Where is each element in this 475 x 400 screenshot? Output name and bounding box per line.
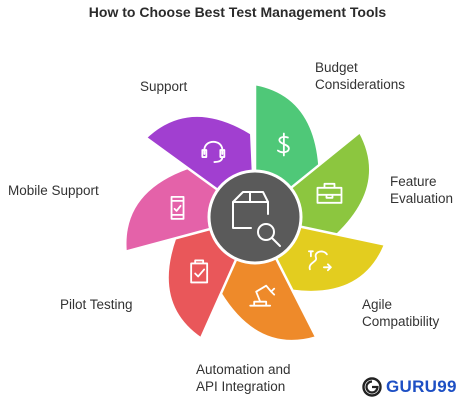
guru99-logo: GURU99 [362, 377, 457, 397]
label-budget-line: Budget [315, 60, 358, 75]
center-hub [207, 169, 303, 265]
headset-icon [201, 140, 226, 163]
label-mobile: Mobile Support [8, 182, 99, 199]
label-support-line: Support [140, 79, 188, 94]
label-automation-line: Automation and [196, 362, 291, 377]
label-mobile-line: Mobile Support [8, 183, 99, 198]
path-icon [307, 250, 332, 272]
label-feature-line: Feature [390, 174, 437, 189]
label-budget-line: Considerations [315, 77, 406, 92]
diagram-title: How to Choose Best Test Management Tools [88, 4, 387, 20]
label-support: Support [140, 78, 187, 95]
label-pilot-line: Pilot Testing [60, 297, 133, 312]
label-pilot: Pilot Testing [60, 296, 133, 313]
label-feature-line: Evaluation [390, 191, 454, 206]
label-automation-line: API Integration [196, 379, 286, 394]
robot-arm-icon [249, 284, 276, 307]
mobile-check-icon [170, 195, 185, 220]
dollar-icon [276, 132, 290, 157]
package-search-icon [232, 191, 281, 247]
toolbox-icon [316, 182, 343, 204]
clipboard-icon [190, 259, 209, 284]
brand-name: GURU99 [386, 377, 457, 396]
guru99-logo-mark [362, 377, 382, 397]
label-agile-line: Agile [362, 297, 393, 312]
label-agile-line: Compatibility [362, 314, 440, 329]
